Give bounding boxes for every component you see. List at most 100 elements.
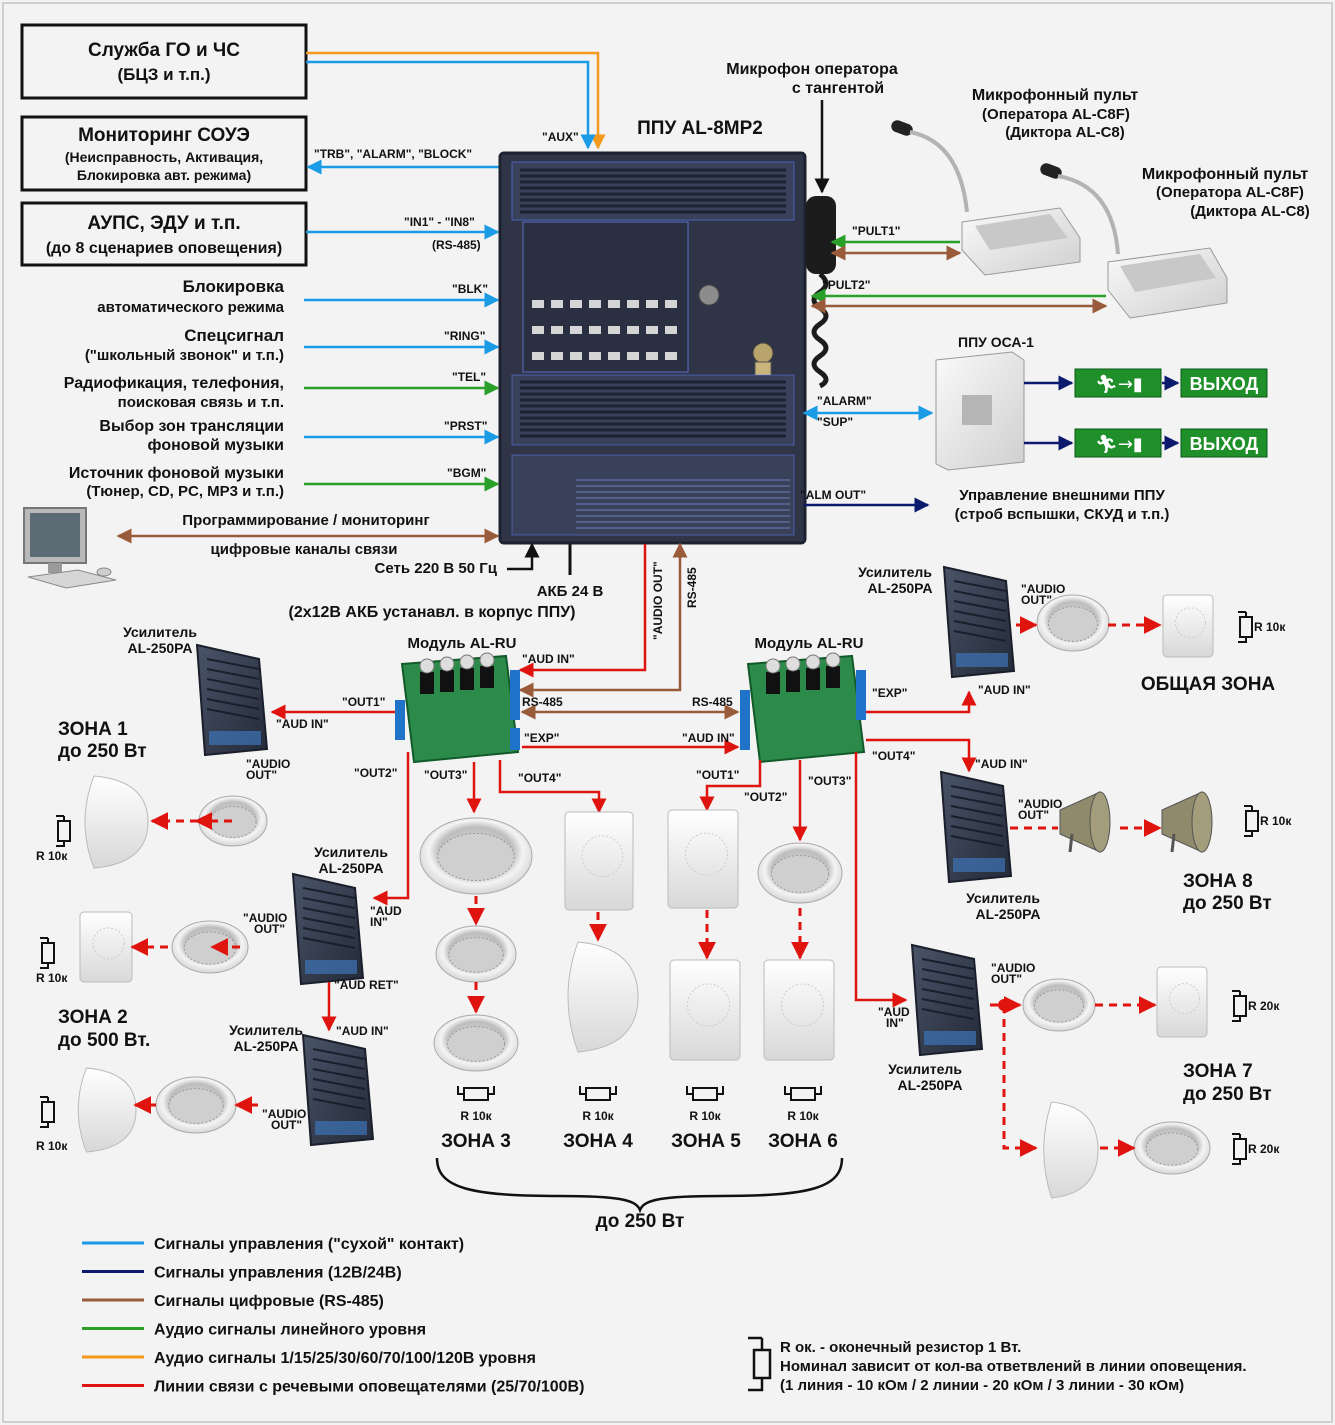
svg-text:R 20к: R 20к [1248,1142,1280,1156]
svg-text:Микрофон оператора: Микрофон оператора [726,61,898,78]
svg-text:"AUD IN": "AUD IN" [975,757,1028,771]
zone-7-ceiling-speaker-2 [1133,1121,1211,1175]
svg-text:"AUD IN": "AUD IN" [978,683,1031,697]
svg-text:Усилитель: Усилитель [858,564,932,580]
label-external-0: Управление внешними ППУ [959,487,1165,504]
ppu-main-unit: ППУ AL-8MP2 [498,118,807,545]
speakers [77,594,1214,1199]
ppu-key [551,300,563,308]
svg-text:R 20к: R 20к [1248,999,1280,1013]
ppu-buttons [532,300,677,360]
amp-zone-8 [939,770,1013,884]
svg-text:OUT": OUT" [1021,593,1052,607]
common-zone-ceiling-speaker [1036,594,1110,652]
ppu-key [646,326,658,334]
svg-text:"AUDIO: "AUDIO [246,757,290,771]
module-al-ru-2: Модуль AL-RU [740,635,866,764]
ppu-key [532,352,544,360]
label-audio-out: "AUDIO OUT" [651,561,665,640]
zone-4-wall-speaker [567,941,639,1053]
svg-text:R ок. - оконечный резистор 1 В: R ок. - оконечный резистор 1 Вт. [780,1339,1021,1356]
label-trb: "TRB", "ALARM", "BLOCK" [314,147,472,161]
zone-1-wall-speaker [84,775,149,869]
legend-item: Аудио сигналы 1/15/25/30/60/70/100/120В … [82,1350,536,1367]
zone-4-title: ЗОНА 4 [563,1131,633,1152]
computer-icon [23,507,117,589]
svg-text:IN": IN" [886,1016,904,1030]
label-in-rs485: (RS-485) [432,238,481,252]
label-alm-out: "ALM OUT" [800,488,866,502]
label-battery-note: (2х12В АКБ устанавл. в корпус ППУ) [289,604,576,621]
svg-text:(Диктора AL-C8): (Диктора AL-C8) [1005,124,1125,141]
zone-2-power: до 500 Вт. [58,1030,150,1051]
amp-labels: Усилитель AL-250PA Усилитель AL-250PA Ус… [123,564,1040,1093]
svg-text:R 10к: R 10к [460,1109,492,1123]
ppu-key [627,352,639,360]
svg-text:OUT": OUT" [1018,808,1049,822]
ppu-key [570,352,582,360]
svg-text:R 10к: R 10к [1254,620,1286,634]
svg-text:R 10к: R 10к [36,849,68,863]
legend-label: Сигналы цифровые (RS-485) [154,1293,384,1310]
label-pult2: "PULT2" [822,278,871,292]
resistor-note: R ок. - оконечный резистор 1 Вт. Номинал… [748,1336,1247,1394]
svg-text:R 10к: R 10к [582,1109,614,1123]
label-prst: "PRST" [444,419,487,433]
svg-text:поисковая связь и т.п.: поисковая связь и т.п. [118,394,284,411]
zone-common-title: ОБЩАЯ ЗОНА [1141,674,1276,695]
svg-text:(БЦЗ и т.п.): (БЦЗ и т.п.) [117,65,210,84]
legend-label: Аудио сигналы 1/15/25/30/60/70/100/120В … [154,1350,536,1367]
ppu-key [551,326,563,334]
amplifiers [195,565,1016,1147]
legend-item: Аудио сигналы линейного уровня [82,1322,426,1339]
svg-text:(Диктора AL-C8): (Диктора AL-C8) [1190,203,1310,220]
legend-item: Сигналы управления (12В/24В) [82,1265,402,1282]
zone-8-title: ЗОНА 8 [1183,871,1253,892]
svg-text:(Оператора AL-C8F): (Оператора AL-C8F) [1156,184,1304,201]
svg-text:Радиофикация, телефония,: Радиофикация, телефония, [64,375,284,392]
svg-text:ВЫХОД: ВЫХОД [1190,374,1259,394]
resistor-zone-6: R 10к [784,1086,822,1123]
svg-text:Модуль AL-RU: Модуль AL-RU [408,635,517,652]
svg-text:"AUD: "AUD [370,904,402,918]
ppu-key [665,352,677,360]
svg-text:🏃︎→▮: 🏃︎→▮ [1095,434,1143,455]
line-out4 [498,760,607,814]
ppu-key [570,326,582,334]
legend-label: Сигналы управления (12В/24В) [154,1265,402,1282]
microphone-panel-1: Микрофонный пульт (Оператора AL-C8F) (Ди… [891,87,1138,276]
svg-text:R 10к: R 10к [689,1109,721,1123]
amp-zone-7 [910,943,984,1057]
svg-text:"AUDIO: "AUDIO [243,911,287,925]
svg-text:IN": IN" [370,915,388,929]
svg-text:фоновой музыки: фоновой музыки [148,437,284,454]
exit-sign-1: 🏃︎→▮ ВЫХОД [1074,368,1268,398]
resistor-zone-2: R 10к [36,937,68,985]
ppu-osa-1: ППУ ОСА-1 [935,334,1034,471]
svg-text:OUT": OUT" [271,1118,302,1132]
zone-4-box-speaker [564,811,634,911]
svg-text:"AUDIO: "AUDIO [1021,582,1065,596]
ppu-key [608,300,620,308]
ppu-vents-top [520,168,786,214]
ppu-key [646,300,658,308]
amp-zone-2b [301,1033,375,1147]
label-digital-channels: цифровые каналы связи [211,541,398,558]
legend-item: Сигналы цифровые (RS-485) [82,1293,384,1310]
svg-text:Выбор зон трансляции: Выбор зон трансляции [99,418,284,435]
svg-text:("школьный звонок" и т.п.): ("школьный звонок" и т.п.) [85,347,284,364]
ppu-key [665,326,677,334]
inputs-left: Блокировка автоматического режима Спецси… [64,277,285,500]
line-aux-orange [306,51,606,150]
zone-7-wall-speaker [1043,1101,1099,1199]
label-mod1-aud-in: "AUD IN" [522,652,575,666]
svg-text:"AUDIO: "AUDIO [991,961,1035,975]
svg-text:"AUD RET": "AUD RET" [334,978,399,992]
zone-5-box-speaker-1 [667,809,739,909]
svg-text:Усилитель: Усилитель [966,890,1040,906]
amp-common-zone [942,565,1016,679]
ppu-vents-mid [520,380,786,438]
microphone-panel-2: Микрофонный пульт (Оператора AL-C8F) (Ди… [1040,163,1310,319]
